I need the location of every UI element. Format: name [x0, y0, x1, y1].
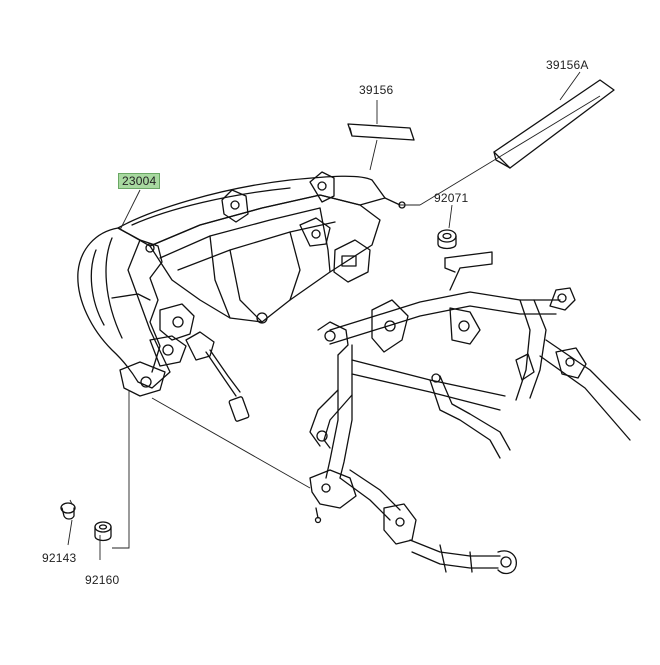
leader-lines	[67, 71, 601, 560]
damper-92160	[94, 521, 112, 542]
damper-block-39156	[347, 123, 415, 141]
part-label-92071[interactable]: 92071	[434, 191, 469, 205]
frame-subframe	[309, 251, 641, 575]
damper-strip-39156A	[493, 79, 615, 169]
collar-92143	[60, 502, 76, 520]
part-label-39156[interactable]: 39156	[359, 83, 394, 97]
part-label-23004[interactable]: 23004	[118, 173, 161, 189]
headlight-assembly	[77, 171, 406, 422]
part-label-92160[interactable]: 92160	[85, 573, 120, 587]
grommet-92071	[437, 229, 457, 250]
part-label-39156A[interactable]: 39156A	[546, 58, 589, 72]
part-label-92143[interactable]: 92143	[42, 551, 77, 565]
